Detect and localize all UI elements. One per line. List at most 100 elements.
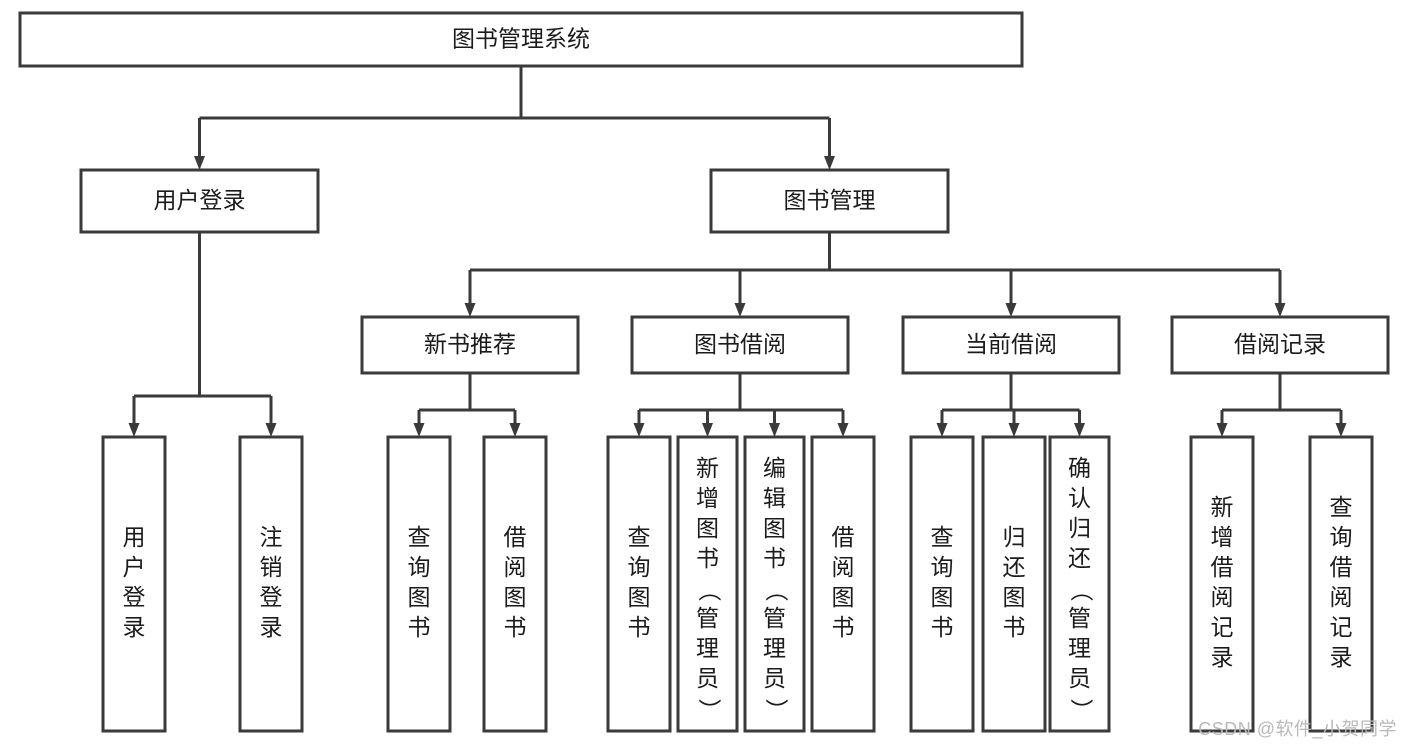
node-char: 注 bbox=[260, 524, 283, 550]
node-char: 书 bbox=[696, 545, 719, 571]
node-char: 归 bbox=[1068, 515, 1091, 541]
node-char: 查 bbox=[931, 524, 954, 550]
edge-group-user-login bbox=[128, 232, 277, 437]
node-char: 户 bbox=[123, 554, 146, 580]
node-char: 员 bbox=[1068, 665, 1091, 691]
node-book-mgmt[interactable]: 图书管理 bbox=[709, 168, 950, 234]
node-char: 归 bbox=[1003, 524, 1026, 550]
node-box-leaf-user-logout bbox=[238, 435, 304, 733]
node-char: 登 bbox=[123, 584, 146, 610]
node-box-book-mgmt bbox=[709, 168, 950, 234]
node-label-current-borrow: 当前借阅 bbox=[965, 331, 1057, 357]
edge-group-book-borrow bbox=[633, 373, 849, 437]
node-label-root: 图书管理系统 bbox=[452, 26, 590, 52]
node-char: 书 bbox=[628, 614, 651, 640]
node-char: 还 bbox=[1003, 554, 1026, 580]
node-char: 确 bbox=[1068, 455, 1091, 481]
edge-layer bbox=[128, 66, 1347, 437]
node-layer: 图书管理系统用户登录图书管理新书推荐图书借阅当前借阅借阅记录用户登录注销登录查询… bbox=[18, 11, 1390, 733]
node-label-book-mgmt: 图书管理 bbox=[784, 187, 876, 213]
node-char: 编 bbox=[763, 455, 786, 481]
node-char: 借 bbox=[1330, 554, 1353, 580]
node-borrow-record[interactable]: 借阅记录 bbox=[1170, 315, 1390, 375]
csdn-watermark: CSDN @软件_小贺同学 bbox=[1198, 719, 1397, 739]
node-char: 阅 bbox=[1211, 584, 1234, 610]
node-char: 询 bbox=[408, 554, 431, 580]
node-label-user-login: 用户登录 bbox=[154, 187, 246, 213]
node-label-book-borrow: 图书借阅 bbox=[694, 331, 786, 357]
node-new-book-rec[interactable]: 新书推荐 bbox=[360, 315, 580, 375]
node-box-leaf-query-book-1 bbox=[386, 435, 452, 733]
node-char: 图 bbox=[931, 584, 954, 610]
node-char: （ bbox=[763, 579, 789, 602]
node-char: 理 bbox=[763, 635, 786, 661]
node-char: 记 bbox=[1330, 614, 1353, 640]
node-char: 阅 bbox=[1330, 584, 1353, 610]
node-char: 书 bbox=[931, 614, 954, 640]
node-char: 录 bbox=[123, 614, 146, 640]
node-label-borrow-record: 借阅记录 bbox=[1234, 331, 1326, 357]
node-char: ） bbox=[763, 699, 789, 722]
node-box-leaf-query-book-2 bbox=[606, 435, 672, 733]
node-char: 增 bbox=[1211, 524, 1234, 550]
node-char: （ bbox=[696, 579, 722, 602]
node-box-borrow-record bbox=[1170, 315, 1390, 375]
edge-group-root bbox=[194, 66, 835, 170]
node-char: ） bbox=[696, 699, 722, 722]
node-char: 图 bbox=[696, 515, 719, 541]
node-char: 书 bbox=[408, 614, 431, 640]
node-char: 图 bbox=[408, 584, 431, 610]
node-box-root bbox=[18, 11, 1024, 68]
node-char: （ bbox=[1068, 579, 1094, 602]
node-char: 员 bbox=[763, 665, 786, 691]
node-box-leaf-user-login bbox=[101, 435, 167, 733]
node-char: 询 bbox=[628, 554, 651, 580]
node-box-leaf-add-record bbox=[1189, 435, 1255, 733]
node-root[interactable]: 图书管理系统 bbox=[18, 11, 1024, 68]
node-box-leaf-return-book bbox=[981, 435, 1047, 733]
node-box-user-login bbox=[79, 168, 320, 234]
node-char: 书 bbox=[504, 614, 527, 640]
node-char: 询 bbox=[1330, 524, 1353, 550]
node-book-borrow[interactable]: 图书借阅 bbox=[630, 315, 850, 375]
node-char: 书 bbox=[832, 614, 855, 640]
node-char: 登 bbox=[260, 584, 283, 610]
node-char: 图 bbox=[628, 584, 651, 610]
node-char: 书 bbox=[1003, 614, 1026, 640]
node-box-new-book-rec bbox=[360, 315, 580, 375]
node-char: ） bbox=[1068, 699, 1094, 722]
node-char: 录 bbox=[1330, 644, 1353, 670]
node-char: 查 bbox=[408, 524, 431, 550]
node-box-leaf-add-book bbox=[676, 435, 739, 733]
node-label-new-book-rec: 新书推荐 bbox=[424, 331, 516, 357]
node-char: 书 bbox=[763, 545, 786, 571]
node-leaf-user-login[interactable]: 用户登录 bbox=[101, 435, 167, 733]
node-box-leaf-edit-book bbox=[743, 435, 806, 733]
node-char: 增 bbox=[696, 485, 719, 511]
node-char: 图 bbox=[504, 584, 527, 610]
node-char: 借 bbox=[504, 524, 527, 550]
node-box-leaf-query-record bbox=[1308, 435, 1374, 733]
node-char: 录 bbox=[1211, 644, 1234, 670]
node-box-leaf-confirm-return bbox=[1048, 435, 1111, 733]
node-char: 理 bbox=[1068, 635, 1091, 661]
node-char: 阅 bbox=[504, 554, 527, 580]
edge-group-book-mgmt bbox=[464, 232, 1286, 317]
node-char: 录 bbox=[260, 614, 283, 640]
node-user-login[interactable]: 用户登录 bbox=[79, 168, 320, 234]
node-current-borrow[interactable]: 当前借阅 bbox=[901, 315, 1121, 375]
node-char: 图 bbox=[763, 515, 786, 541]
